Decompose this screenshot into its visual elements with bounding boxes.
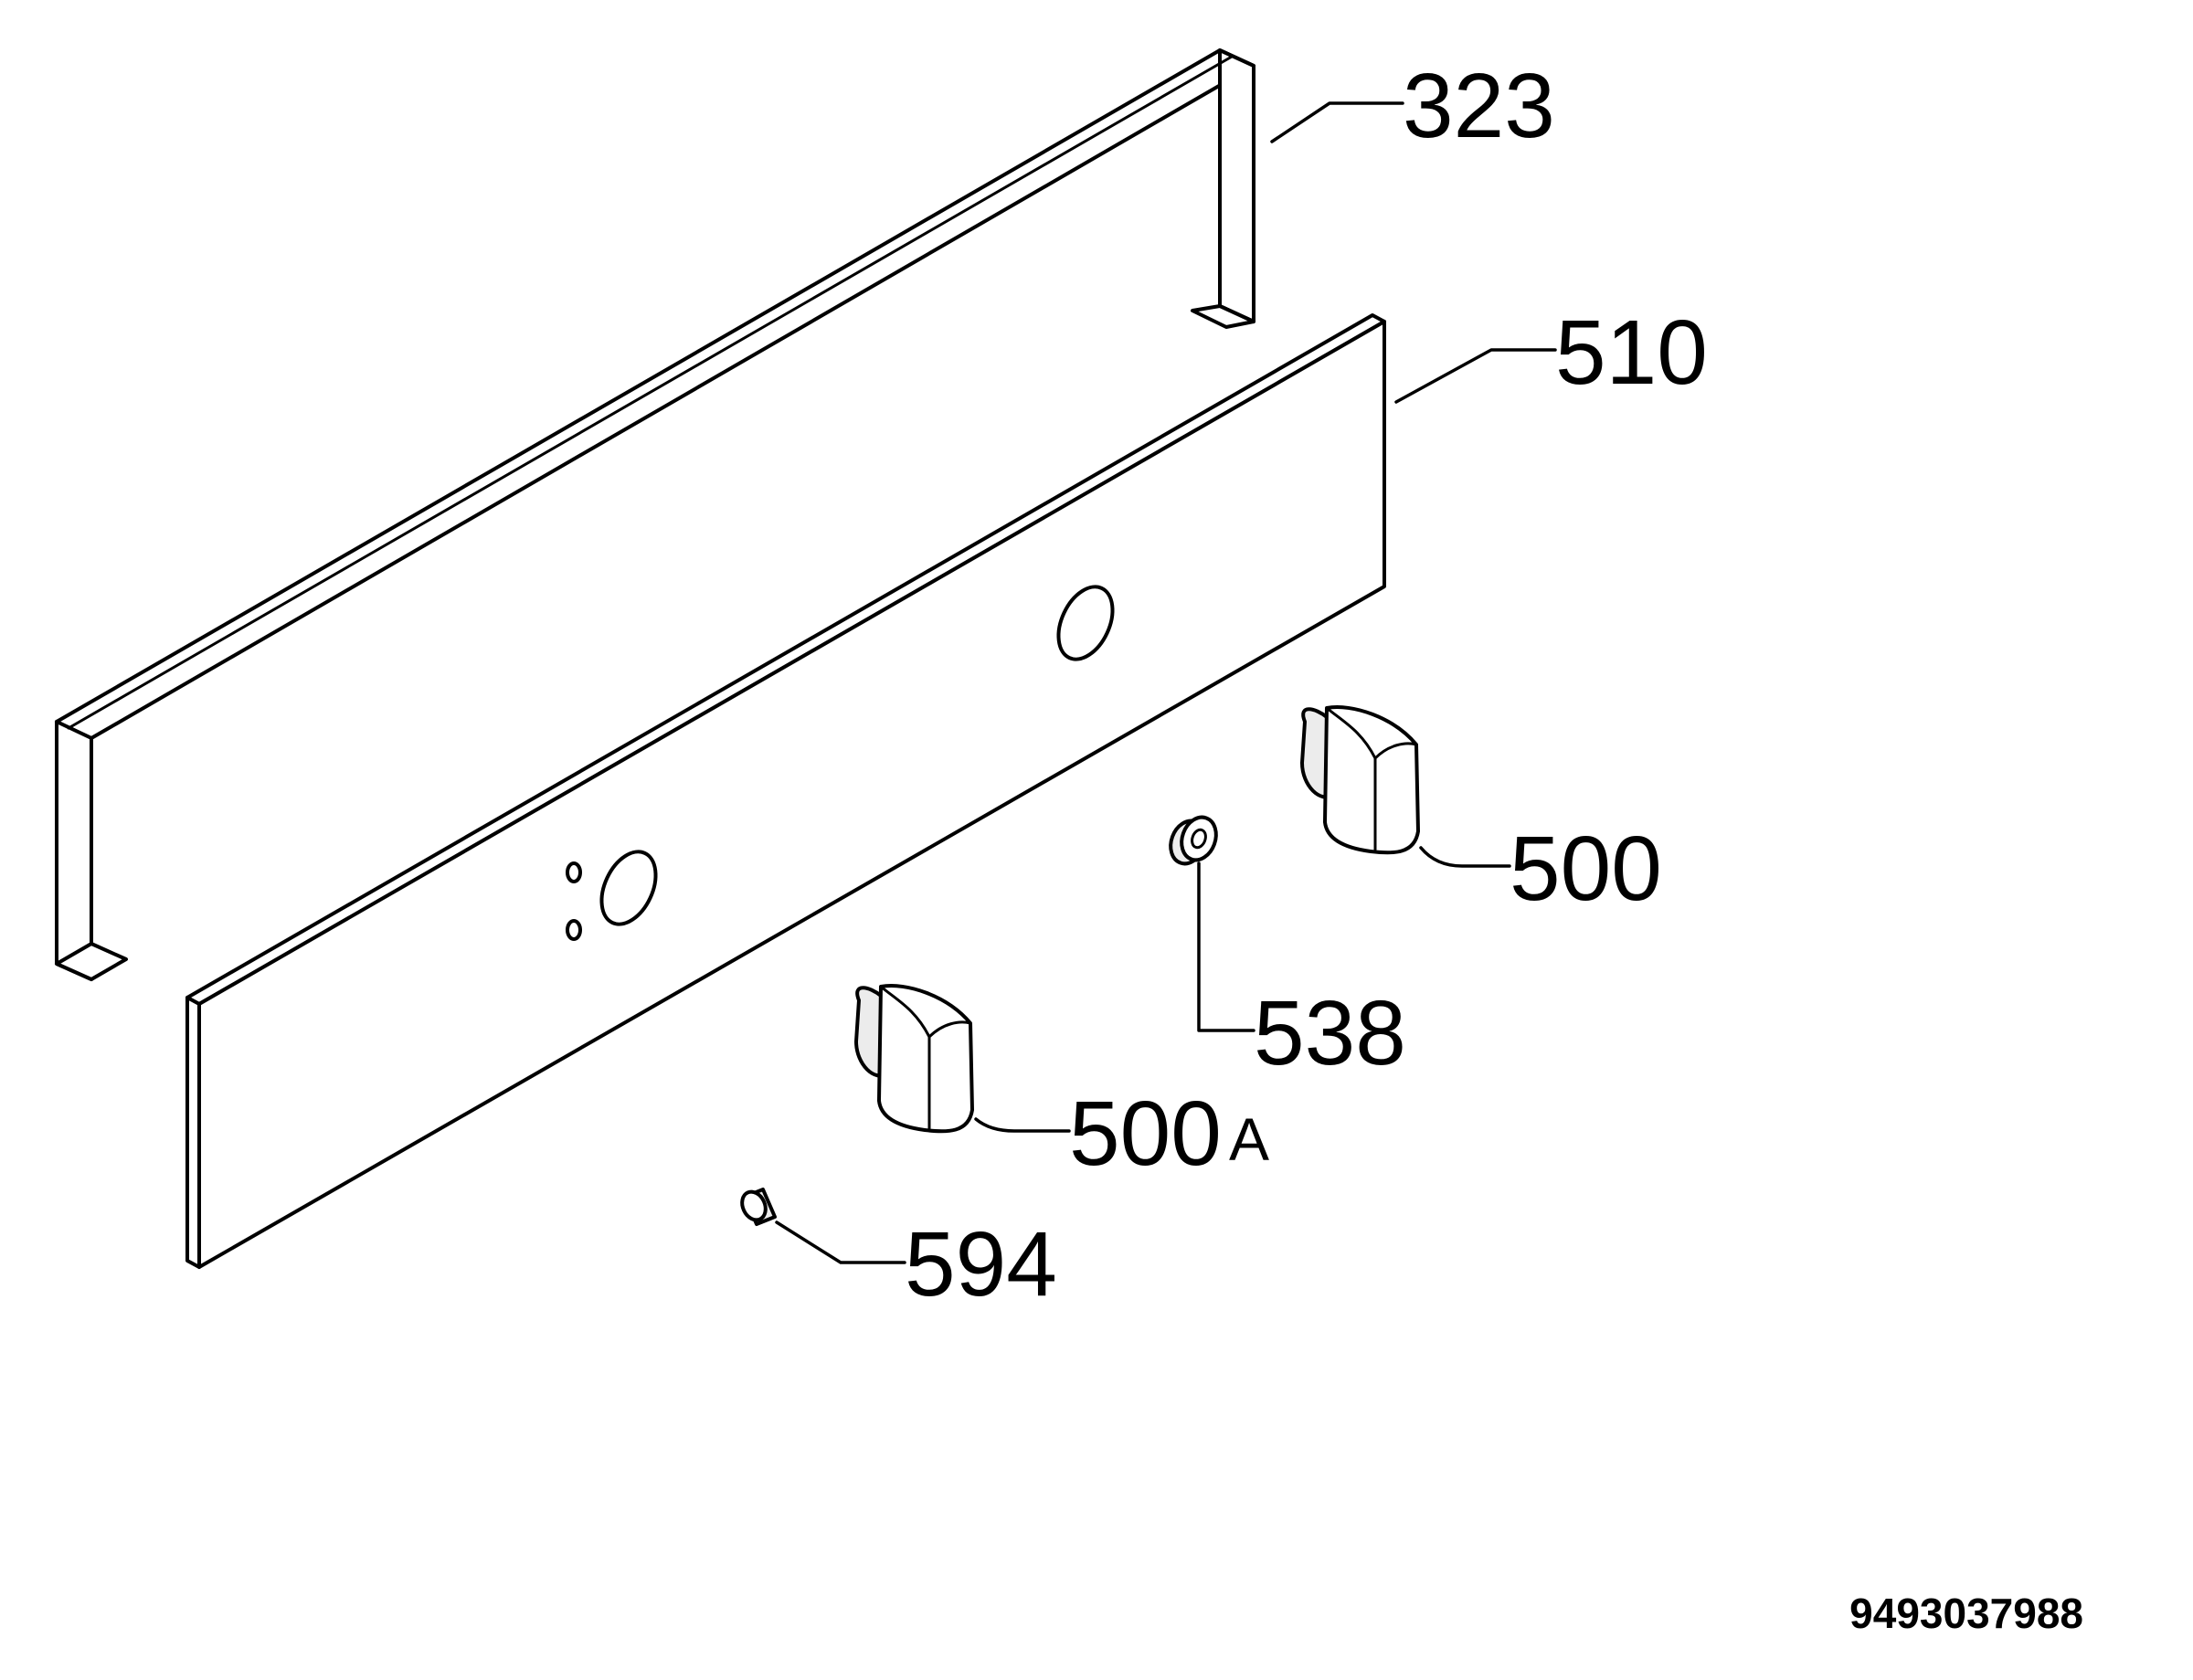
part-323-bracket <box>55 48 1255 981</box>
callout-323: 323 <box>1403 55 1555 157</box>
panel-small-hole-upper <box>566 861 582 883</box>
panel-knob-hole-left <box>599 850 658 926</box>
callout-500: 500 <box>1510 818 1662 920</box>
callout-538: 538 <box>1254 982 1406 1084</box>
part-500-knob <box>1300 705 1420 855</box>
callout-594: 594 <box>905 1213 1057 1315</box>
panel-small-hole-lower <box>566 919 582 941</box>
leader-500 <box>1419 846 1511 868</box>
leader-538 <box>1197 861 1255 1032</box>
part-500a-knob <box>854 984 974 1134</box>
leader-323 <box>1270 101 1404 143</box>
leader-510 <box>1394 348 1557 404</box>
callout-510: 510 <box>1555 301 1708 404</box>
leader-594 <box>775 1220 906 1264</box>
leader-500a <box>974 1117 1071 1133</box>
panel-knob-hole-right <box>1056 585 1115 661</box>
callout-500a-suffix: A <box>1229 1105 1269 1173</box>
part-594-plug <box>740 1188 777 1226</box>
document-number: 9493037988 <box>1849 1590 2083 1637</box>
part-538-bushing <box>1169 815 1218 866</box>
callout-500a-number: 500 <box>1069 1083 1222 1185</box>
part-510-control-panel <box>185 313 1386 1269</box>
